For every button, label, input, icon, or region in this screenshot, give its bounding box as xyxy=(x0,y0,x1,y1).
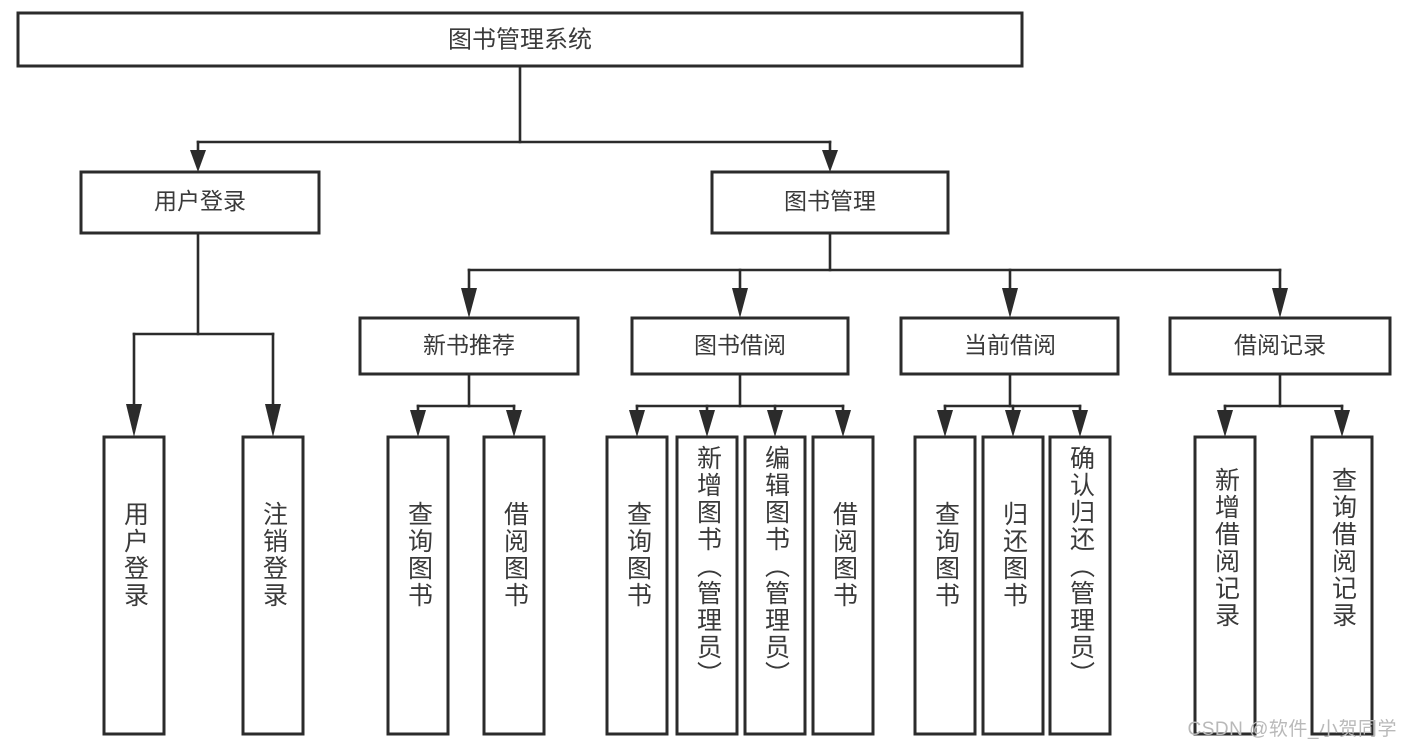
node-current-borrow-label: 当前借阅 xyxy=(964,332,1056,358)
connector-group xyxy=(126,64,1350,437)
node-book-borrow[interactable]: 图书借阅 xyxy=(630,316,850,376)
node-book-manage-label: 图书管理 xyxy=(784,188,876,214)
node-new-book-recommend[interactable]: 新书推荐 xyxy=(358,316,580,376)
arrow-head-user-login xyxy=(190,150,206,172)
node-borrow-records[interactable]: 借阅记录 xyxy=(1168,316,1392,376)
node-user-login[interactable]: 用户登录 xyxy=(79,170,321,235)
leaf-box-borrow-book-nb[interactable] xyxy=(482,435,546,736)
leaf-box-logout[interactable] xyxy=(241,435,305,736)
leaf-box-query-book-cb[interactable] xyxy=(913,435,977,736)
node-root-box[interactable] xyxy=(16,11,1024,68)
arrow-head-records xyxy=(1272,288,1288,318)
csdn-watermark: CSDN @软件_小贺同学 xyxy=(1187,719,1397,740)
node-current-borrow[interactable]: 当前借阅 xyxy=(899,316,1120,376)
arrow-head-br-leaf-2 xyxy=(1334,410,1350,437)
leaf-box-query-book-nb[interactable] xyxy=(386,435,450,736)
node-user-login-label: 用户登录 xyxy=(154,188,246,214)
leaf-box-user-login[interactable] xyxy=(102,435,166,736)
arrow-head-br-leaf-1 xyxy=(1217,410,1233,437)
arrow-head-new-book xyxy=(461,288,477,318)
leaf-box-group xyxy=(102,435,1374,736)
arrow-head-cb-leaf-3 xyxy=(1072,410,1088,437)
node-new-book-recommend-box[interactable] xyxy=(358,316,580,376)
leaf-box-borrow-book-bw[interactable] xyxy=(811,435,875,736)
arrow-head-leaf-logout xyxy=(265,404,281,437)
node-borrow-records-label: 借阅记录 xyxy=(1234,332,1326,358)
node-book-manage[interactable]: 图书管理 xyxy=(710,170,950,235)
arrow-head-leaf-user-login xyxy=(126,404,142,437)
arrow-head-nb-leaf-1 xyxy=(410,410,426,437)
leaf-box-edit-book-admin[interactable] xyxy=(743,435,807,736)
arrow-head-bw-leaf-2 xyxy=(699,410,715,437)
arrow-head-bw-leaf-4 xyxy=(835,410,851,437)
leaf-box-add-borrow-record[interactable] xyxy=(1193,435,1257,736)
node-borrow-records-box[interactable] xyxy=(1168,316,1392,376)
arrow-head-cb-leaf-1 xyxy=(937,410,953,437)
arrow-head-current xyxy=(1002,288,1018,318)
node-new-book-recommend-label: 新书推荐 xyxy=(423,332,515,358)
arrow-head-borrow xyxy=(732,288,748,318)
arrow-head-nb-leaf-2 xyxy=(506,410,522,437)
arrow-head-bw-leaf-3 xyxy=(767,410,783,437)
arrow-head-bw-leaf-1 xyxy=(629,410,645,437)
node-book-borrow-box[interactable] xyxy=(630,316,850,376)
leaf-box-confirm-return-admin[interactable] xyxy=(1048,435,1112,736)
node-book-manage-box[interactable] xyxy=(710,170,950,235)
node-root[interactable]: 图书管理系统 xyxy=(16,11,1024,68)
node-root-label: 图书管理系统 xyxy=(448,26,592,53)
arrow-head-book-manage xyxy=(822,150,838,172)
leaf-box-return-book[interactable] xyxy=(981,435,1045,736)
node-book-borrow-label: 图书借阅 xyxy=(694,332,786,358)
leaf-box-query-book-bw[interactable] xyxy=(605,435,669,736)
node-current-borrow-box[interactable] xyxy=(899,316,1120,376)
node-user-login-box[interactable] xyxy=(79,170,321,235)
leaf-box-add-book-admin[interactable] xyxy=(675,435,739,736)
leaf-box-query-borrow-record[interactable] xyxy=(1310,435,1374,736)
arrow-head-cb-leaf-2 xyxy=(1005,410,1021,437)
